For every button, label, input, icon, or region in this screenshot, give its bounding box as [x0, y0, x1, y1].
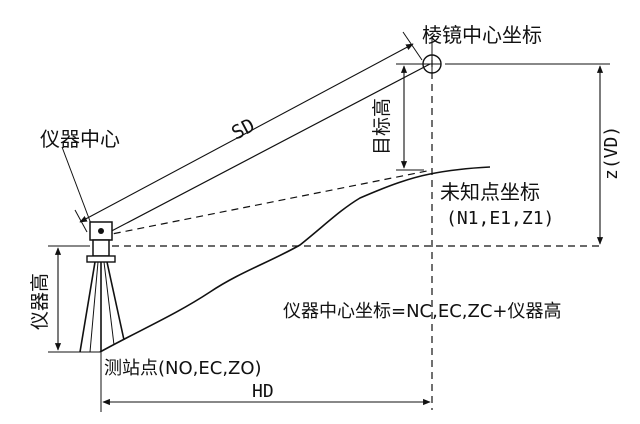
target-height-label: 目标高	[371, 98, 393, 155]
sd-dimension-line	[79, 43, 414, 223]
terrain-profile	[99, 166, 491, 353]
unknown-coords-label: (N1,E1,Z1)	[446, 208, 554, 229]
vd-label: z(VD)	[601, 126, 622, 180]
total-station-instrument	[86, 221, 116, 263]
instrument-center-label: 仪器中心	[40, 127, 120, 151]
prism-center-label: 棱镜中心坐标	[422, 23, 542, 47]
instrument-height-label: 仪器高	[29, 273, 51, 330]
station-point-label: 测站点(NO,EC,ZO)	[104, 358, 262, 379]
tripod	[79, 261, 125, 353]
instrument-to-point-dashed	[101, 169, 433, 237]
unknown-point-label: 未知点坐标	[440, 180, 540, 204]
hd-label: HD	[252, 381, 274, 402]
sd-extension-end	[402, 31, 423, 61]
formula-label: 仪器中心坐标=NC,EC,ZC+仪器高	[283, 301, 561, 322]
